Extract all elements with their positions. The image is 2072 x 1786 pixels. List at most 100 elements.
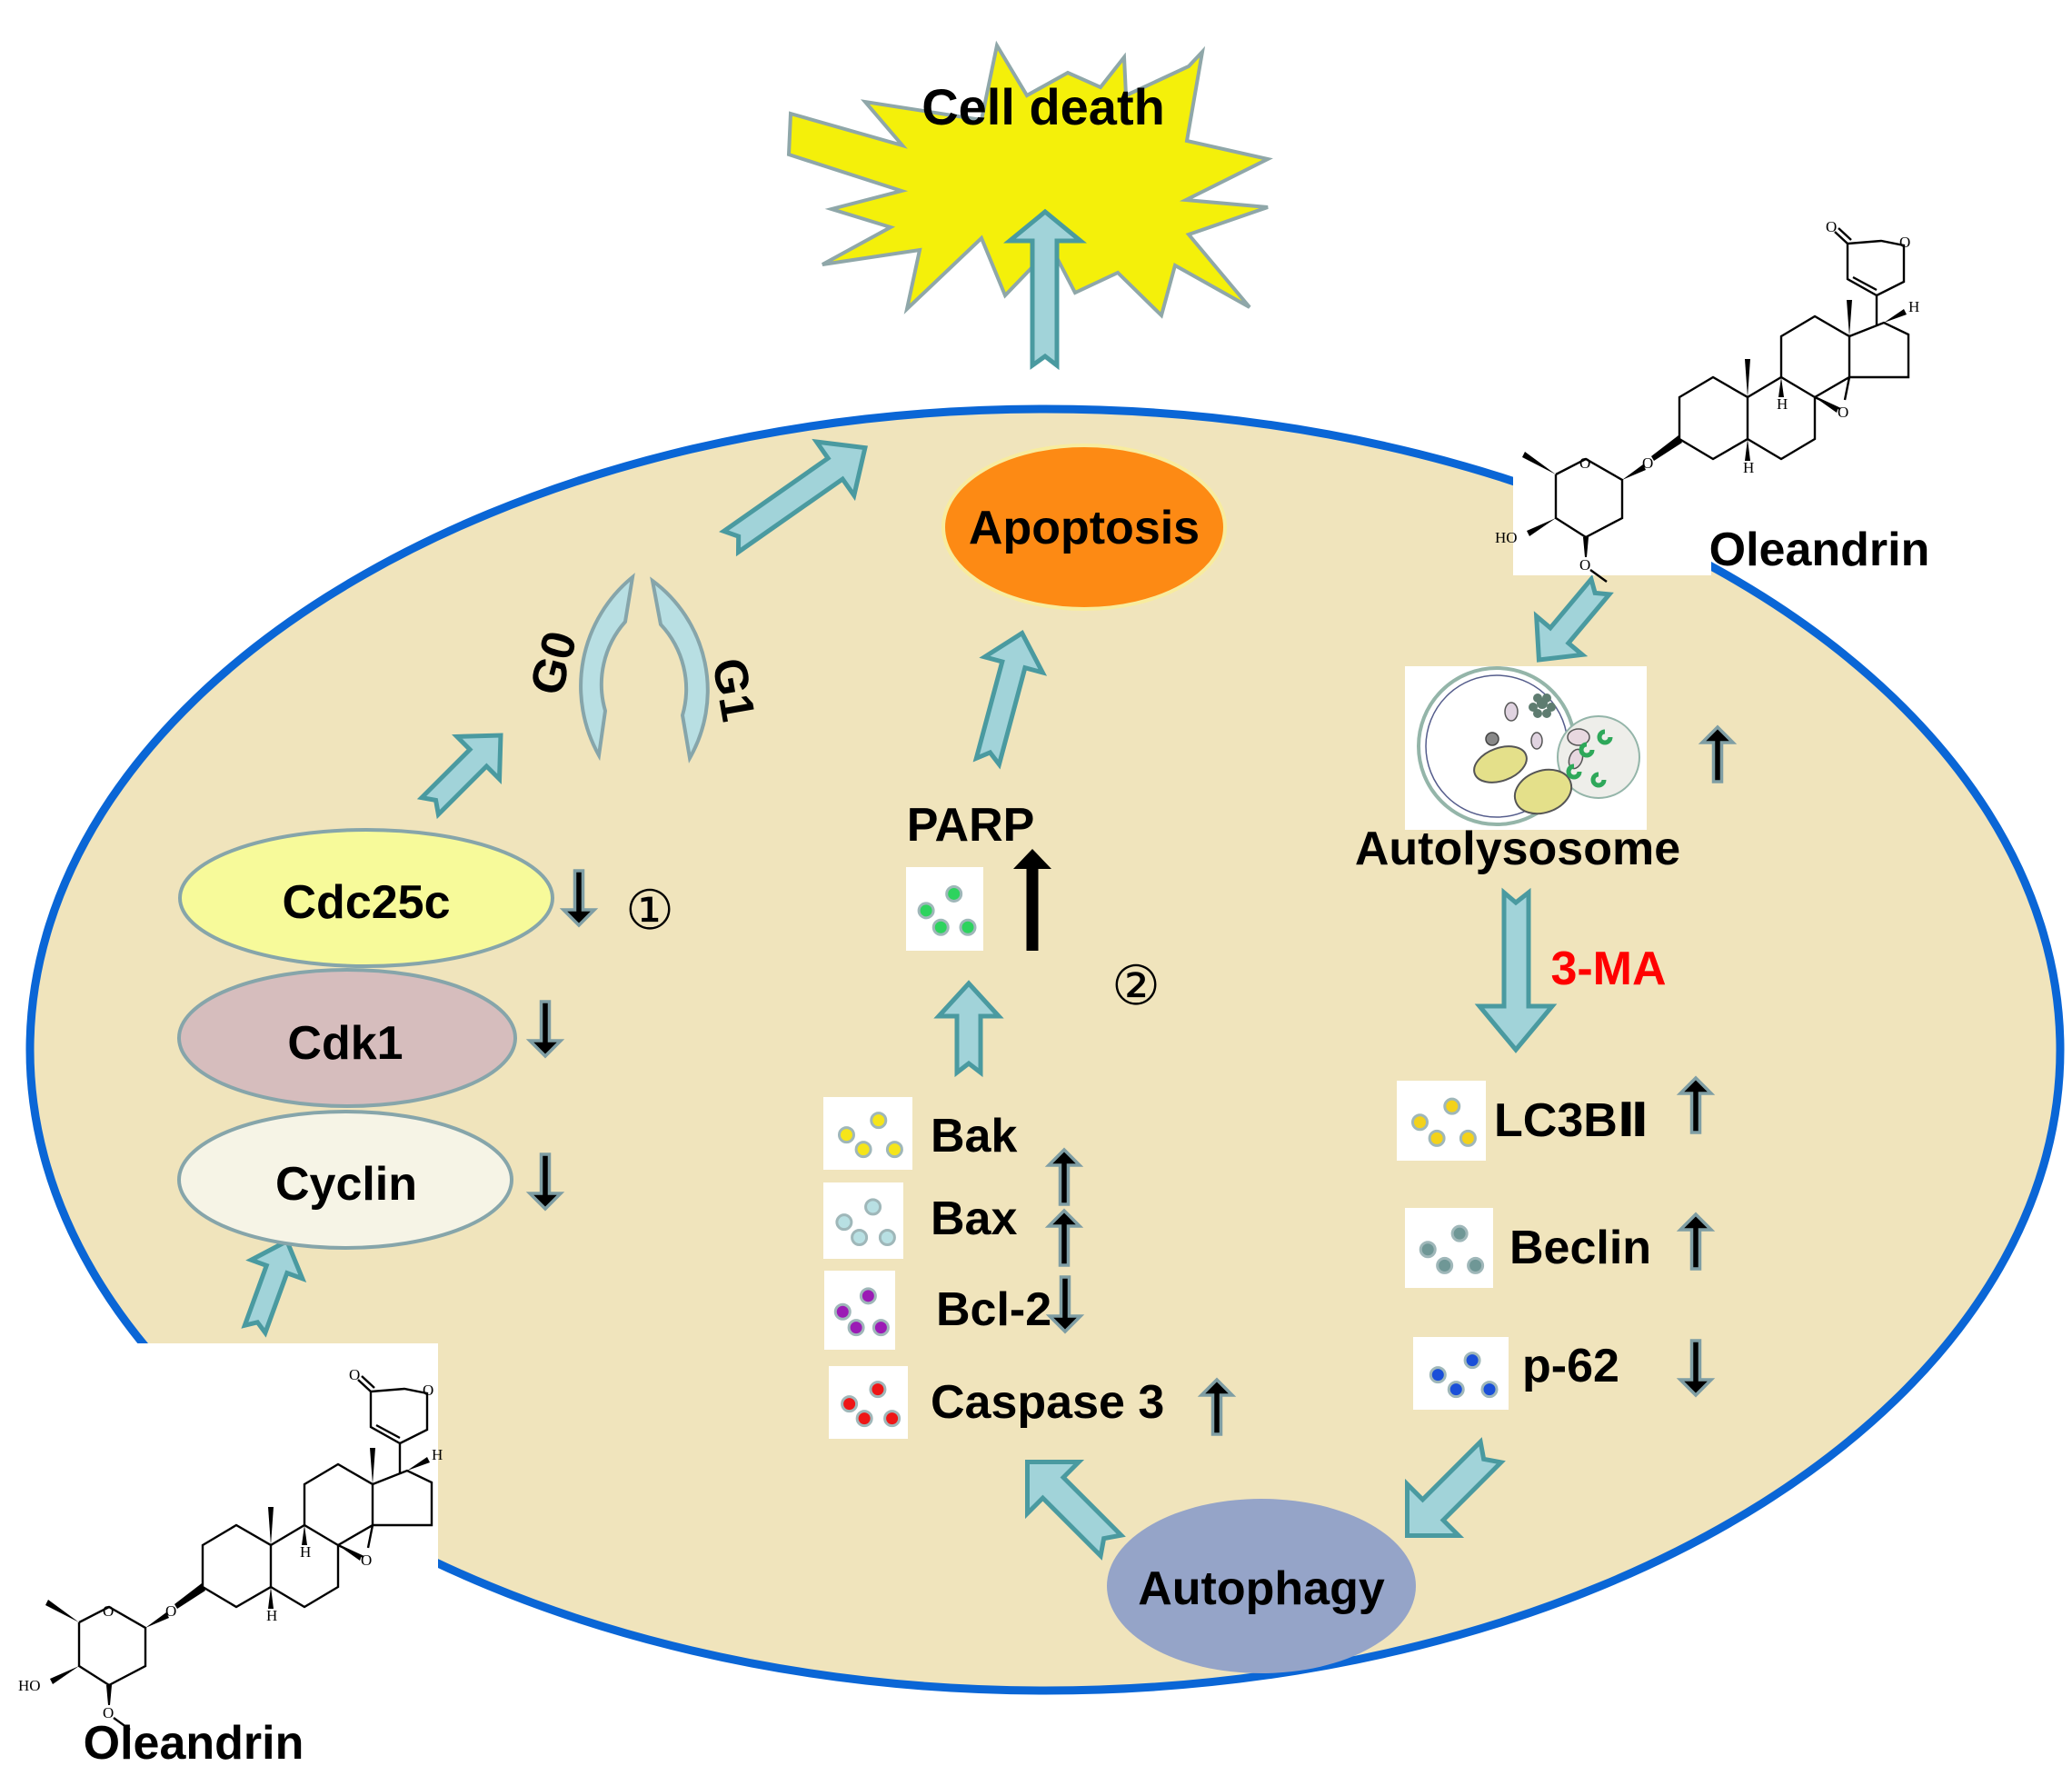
arrows [241, 208, 1614, 1561]
autophagy-label: Autophagy [1138, 1562, 1385, 1615]
marker-box [823, 1097, 912, 1170]
protein-dot [1467, 1256, 1485, 1274]
up-arrow-icon [1676, 1212, 1716, 1271]
cdk1-label: Cdk1 [287, 1017, 403, 1070]
protein-dot [1428, 1129, 1446, 1147]
parp-label: PARP [907, 799, 1035, 852]
autophagy-ellipse [1107, 1499, 1416, 1673]
autophagy-node: Autophagy [1107, 1499, 1416, 1673]
apoptosis-ellipse [941, 444, 1227, 611]
protein-dot [870, 1112, 888, 1130]
protein-dot [854, 1141, 872, 1159]
cdc25c-label: Cdc25c [283, 876, 451, 929]
arrow-cdc25c-to-cycle [416, 733, 503, 820]
up-arrow-icon [1698, 724, 1738, 783]
reg-arrow-parp [1013, 849, 1051, 951]
protein-dot [1450, 1224, 1469, 1242]
autolysosome-illustration [1405, 666, 1647, 830]
oleandrin-label-bottom-left: Oleandrin [84, 1717, 304, 1770]
cycle-g0-segment-shape [579, 573, 635, 762]
chem-atom-label: O [1826, 218, 1837, 235]
cycle-g1-label: G1 [702, 654, 764, 725]
chem-atom-label: O [1579, 454, 1590, 472]
oleandrin-label-top-right: Oleandrin [1709, 524, 1930, 576]
chem-atom-label: HO [1495, 529, 1518, 546]
protein-dot [859, 1287, 877, 1305]
beclin-dots [1405, 1208, 1493, 1288]
arrow-cycle-to-apoptosis [719, 438, 868, 557]
marker-box [1405, 1208, 1493, 1288]
cyclin-label: Cyclin [275, 1158, 417, 1211]
arrow-oleandrin-to-cyclin [241, 1238, 307, 1338]
chem-atom-label: O [1642, 454, 1653, 472]
up-arrow-icon [1197, 1377, 1237, 1436]
up-arrow-icon [1044, 1208, 1084, 1267]
protein-cyclin: Cyclin [177, 1110, 513, 1250]
reg-arrow-bax [1044, 1208, 1084, 1267]
reg-arrow-bak [1044, 1147, 1084, 1206]
protein-bak: Bak [823, 1097, 1017, 1170]
cell-death-burst [786, 40, 1273, 319]
pathway-1: Cdc25c Cdk1 Cyclin ① [177, 828, 674, 1250]
protein-bax: Bax [823, 1182, 1017, 1259]
protein-dot [1443, 1097, 1461, 1115]
bcl2-dots [824, 1271, 895, 1350]
protein-dot [864, 1198, 882, 1216]
bax-dots [823, 1182, 903, 1259]
chem-atom-label: O [103, 1602, 114, 1620]
protein-bcl2: Bcl-2 [824, 1271, 1051, 1350]
arrow-bak-to-parp [933, 980, 1004, 1078]
protein-dot [1410, 1113, 1429, 1132]
down-arrow-icon [525, 1152, 565, 1212]
pathway-1-marker: ① [625, 879, 674, 943]
chem-atom-label: H [1777, 395, 1788, 413]
cell-cycle: G0 G1 [521, 573, 764, 763]
protein-dot [878, 1228, 896, 1246]
reg-arrow-cdk1 [525, 1000, 565, 1059]
protein-dot [1480, 1381, 1499, 1399]
chem-atom-label: H [1908, 298, 1919, 315]
cell-death-label: Cell death [921, 78, 1165, 135]
protein-dot [945, 884, 963, 903]
protein-dot [1436, 1256, 1454, 1274]
autophagy-path: Autolysosome 3-MA LC3BⅡ Beclin p-62 Auto… [1107, 666, 1738, 1673]
reg-arrow-p62 [1676, 1339, 1716, 1398]
pathway-2-marker: ② [1111, 954, 1161, 1018]
protein-dot [851, 1228, 869, 1246]
arrow-oleandrin-to-autolysosome [1533, 574, 1614, 663]
chem-atom-label: O [1838, 404, 1848, 421]
marker-box [823, 1182, 903, 1259]
up-arrow-icon [1676, 1075, 1716, 1134]
protein-dot [1459, 1129, 1477, 1147]
marker-box [1397, 1081, 1486, 1161]
chem-atom-label: O [103, 1704, 114, 1721]
cell-death-node: Cell death [786, 40, 1273, 319]
chem-atom-label: H [266, 1607, 277, 1624]
cdk1-ellipse [177, 968, 517, 1108]
lc3b-label: LC3BⅡ [1494, 1094, 1649, 1147]
protein-cdc25c: Cdc25c [178, 828, 554, 968]
autolysosome-label: Autolysosome [1355, 823, 1680, 875]
cyclin-ellipse [177, 1110, 513, 1250]
protein-lc3b: LC3BⅡ [1397, 1081, 1649, 1161]
protein-dot [872, 1319, 890, 1337]
down-arrow-icon [1676, 1339, 1716, 1398]
up-arrow-icon [1013, 849, 1051, 951]
arrow-to-cell-death [1003, 208, 1087, 371]
protein-cdk1: Cdk1 [177, 968, 517, 1108]
protein-dot [1429, 1366, 1447, 1384]
protein-dot [959, 918, 977, 936]
protein-dot [883, 1410, 902, 1428]
reg-arrow-lc3b [1676, 1075, 1716, 1134]
protein-p62: p-62 [1413, 1337, 1619, 1410]
marker-box [906, 867, 983, 951]
parp-dots [906, 867, 983, 951]
chem-atom-label: O [1899, 234, 1910, 251]
protein-dot [847, 1319, 865, 1337]
protein-beclin: Beclin [1405, 1208, 1651, 1288]
protein-caspase3: Caspase 3 [829, 1366, 1164, 1439]
